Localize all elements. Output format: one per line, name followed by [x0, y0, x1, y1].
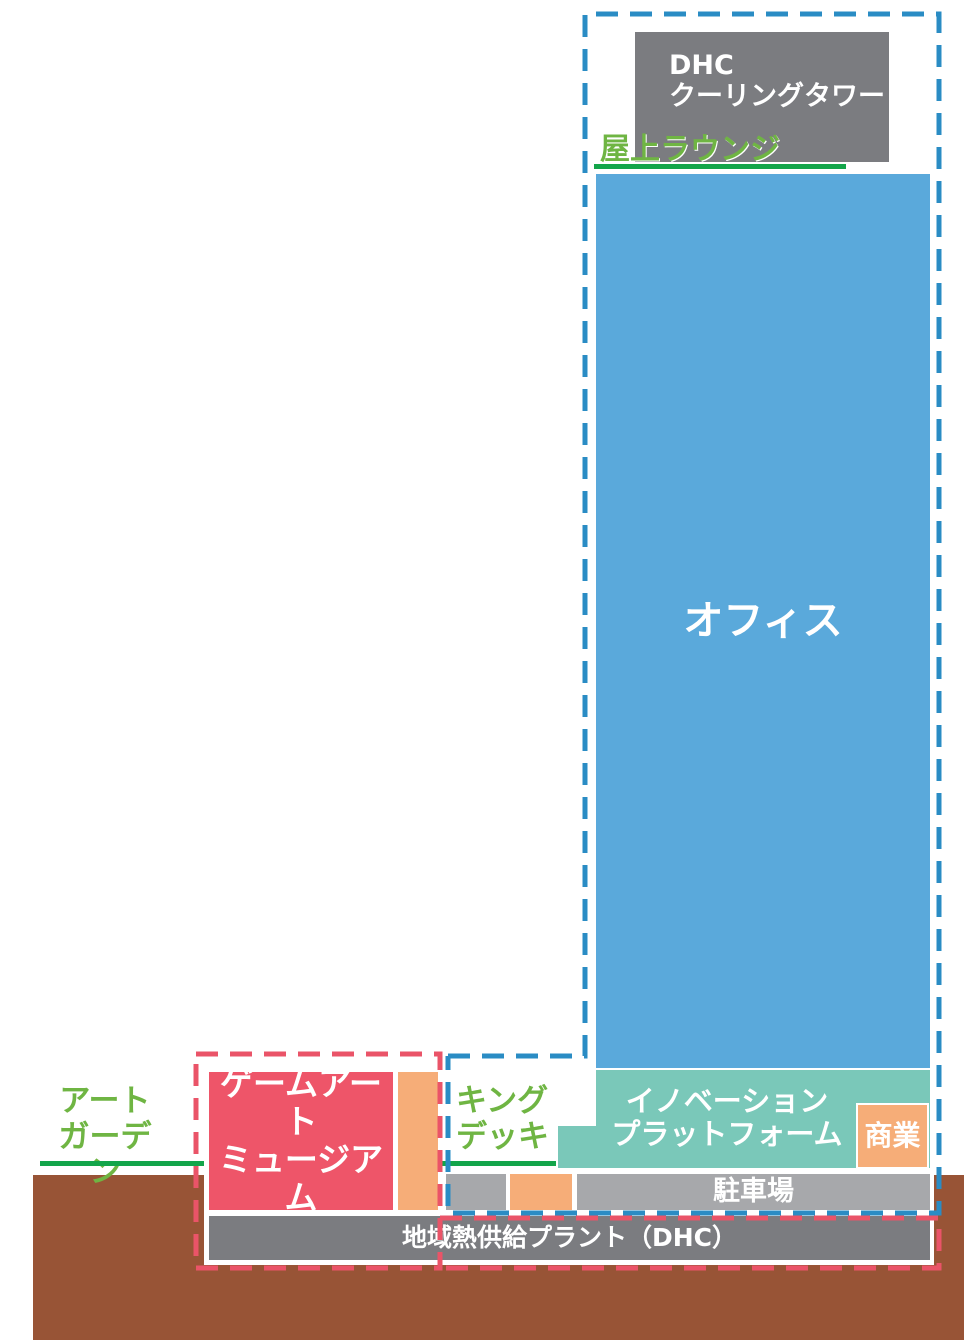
parking-block: 駐車場 — [577, 1174, 930, 1210]
commercial-label: 商業 — [864, 1118, 921, 1152]
office-block: オフィス — [596, 174, 930, 1068]
king-deck-line — [442, 1161, 556, 1166]
dhc-tower-label-line1: DHC — [669, 50, 734, 81]
art-garden-line2: ガーデン — [58, 1118, 152, 1191]
art-garden-line1: アート — [59, 1083, 151, 1119]
innovation-platform-label: イノベーション プラットフォーム — [600, 1078, 854, 1158]
office-label: オフィス — [683, 598, 843, 644]
art-garden-line — [40, 1161, 204, 1166]
rooftop-lounge-line — [594, 164, 846, 169]
museum-orange-strip — [398, 1072, 438, 1210]
game-art-museum-block: ゲームアート ミュージアム — [209, 1065, 393, 1216]
plant-red-dashed-outline — [440, 1215, 942, 1271]
commercial-block: 商業 — [856, 1103, 929, 1169]
rooftop-lounge-label: 屋上ラウンジ — [600, 132, 780, 167]
museum-red-dashed-outline — [193, 1051, 443, 1271]
king-deck-label: キング デッキ — [456, 1083, 549, 1155]
parking-label: 駐車場 — [713, 1176, 794, 1208]
dhc-plant-block: 地域熱供給プラント（DHC） — [209, 1216, 930, 1260]
art-garden-label: アート ガーデン — [46, 1083, 164, 1191]
king-deck-line2: デッキ — [456, 1118, 549, 1155]
tower-blue-dashed-outline — [445, 11, 942, 1216]
dhc-cooling-tower-block: DHC クーリングタワー — [635, 32, 889, 162]
museum-label-line2: ミュージアム — [218, 1140, 384, 1217]
dhc-tower-label-line2: クーリングタワー — [669, 81, 885, 113]
innovation-label-line1: イノベーション — [625, 1083, 829, 1118]
king-deck-line1: キング — [456, 1083, 549, 1119]
parking-small-orange — [510, 1174, 572, 1210]
innovation-platform-step — [558, 1126, 618, 1168]
innovation-label-line2: プラットフォーム — [611, 1117, 843, 1151]
dhc-plant-label: 地域熱供給プラント（DHC） — [401, 1222, 738, 1252]
museum-label-line1: ゲームアート — [219, 1064, 383, 1142]
parking-small-gray — [446, 1174, 506, 1210]
